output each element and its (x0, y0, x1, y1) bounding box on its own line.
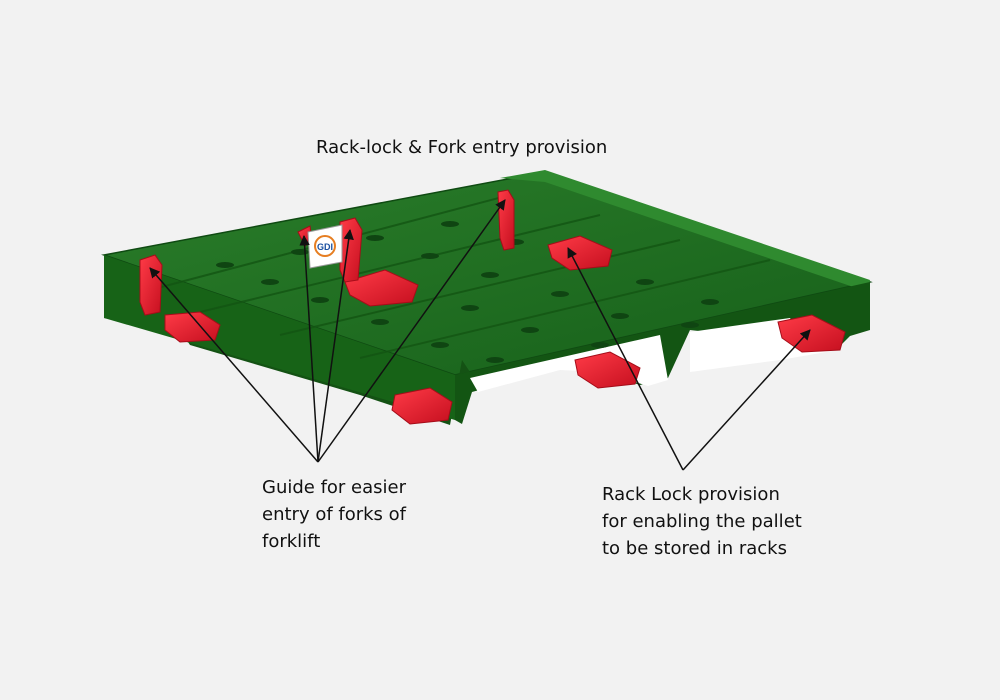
pallet-rear-lip (500, 170, 870, 292)
rack-arrow-1 (567, 247, 684, 471)
rack-lock-callout-line: to be stored in racks (602, 538, 787, 559)
rack-arrow-2 (682, 329, 811, 471)
guide-arrows (149, 199, 506, 463)
fork-entry-gap-right (690, 318, 838, 372)
fork-guide-1 (139, 254, 163, 316)
rack-lock-callout-line: Rack Lock provision (602, 484, 780, 505)
guide-callout: Guide for easier entry of forks of forkl… (262, 474, 406, 555)
rack-lock-callout: Rack Lock provision for enabling the pal… (602, 481, 802, 562)
fork-entry-gap-front (470, 335, 668, 392)
guide-callout-line: forklift (262, 531, 321, 552)
rack-locks (164, 235, 846, 425)
guide-arrow-4 (317, 199, 506, 463)
rack-lock-5 (574, 351, 641, 389)
pallet-body (101, 170, 873, 425)
rack-lock-3 (547, 235, 613, 271)
guide-callout-line: Guide for easier (262, 477, 407, 498)
rack-lock-1 (164, 311, 221, 343)
guide-callout-line: entry of forks of (262, 504, 407, 525)
rack-lock-4 (391, 387, 453, 425)
brand-logo: GDI (307, 224, 343, 269)
diagram-title: Rack-lock & Fork entry provision (316, 137, 608, 158)
rack-lock-2 (344, 269, 419, 307)
fork-guide-3 (339, 217, 363, 283)
rack-arrows (567, 247, 811, 471)
rack-lock-6 (777, 314, 846, 353)
guide-arrow-3 (317, 228, 354, 463)
rack-lock-callout-line: for enabling the pallet (602, 511, 802, 532)
guide-arrow-2 (299, 234, 319, 463)
pallet-front-side (104, 255, 455, 420)
guide-arrow-1 (149, 267, 319, 463)
logo-text: GDI (317, 242, 333, 252)
